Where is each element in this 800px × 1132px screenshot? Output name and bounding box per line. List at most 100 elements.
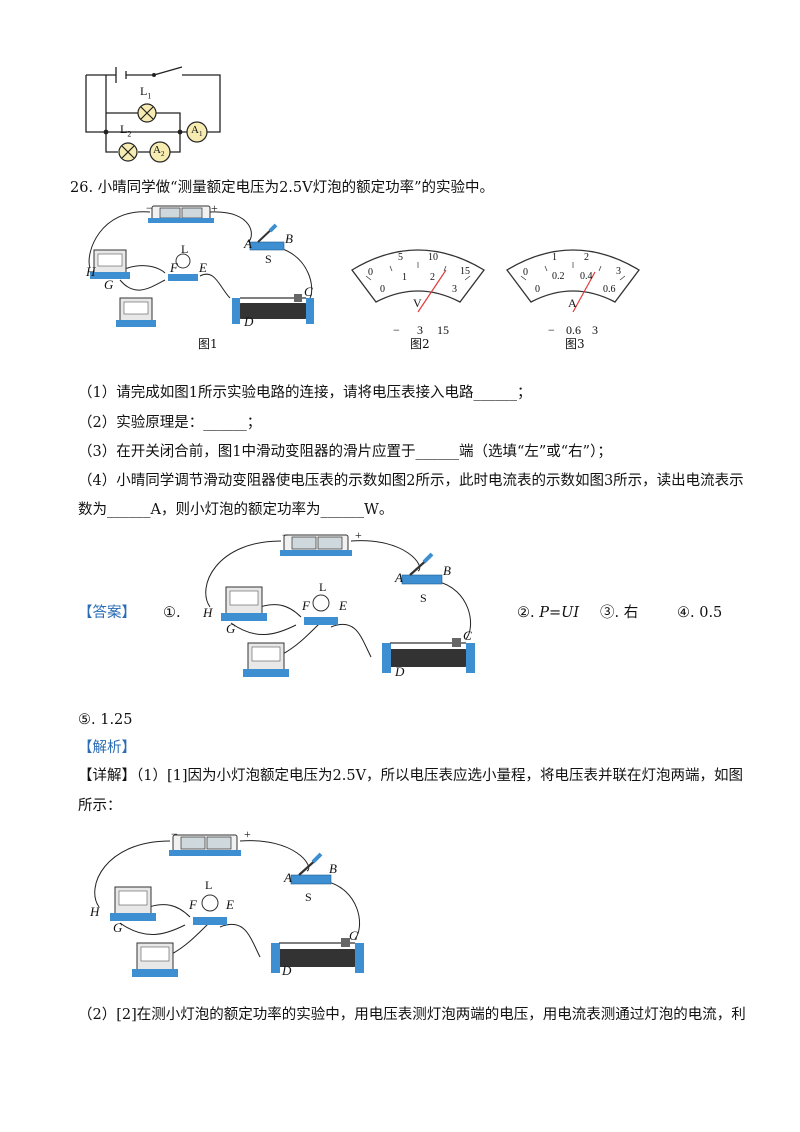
question-item-4: （4）小晴同学调节滑动变阻器使电压表的示数如图2所示，此时电流表的示数如图3所示… xyxy=(78,473,744,489)
switch-icon xyxy=(249,223,285,251)
figure-2-voltmeter-dial xyxy=(351,249,485,313)
rheostat-icon xyxy=(232,294,314,324)
lamp-icon xyxy=(193,894,227,925)
fig1-lamp-label: L xyxy=(181,242,189,256)
a2-label: A2 xyxy=(153,144,165,159)
v-inner-tick-1: 1 xyxy=(402,272,407,283)
ana-minus-label: − xyxy=(171,827,178,841)
lamp-l2-icon xyxy=(118,142,138,162)
answer-2: ②. P=UI xyxy=(517,605,580,621)
ans-point-c: C xyxy=(463,628,472,643)
ana-lamp-label: L xyxy=(205,878,213,892)
voltmeter-icon xyxy=(116,297,156,327)
figure-3-ammeter-dial xyxy=(506,249,640,313)
voltmeter-icon xyxy=(132,942,178,977)
switch-icon xyxy=(401,552,443,585)
parallel-circuit-diagram xyxy=(85,66,221,163)
analysis-line-2: 所示： xyxy=(78,798,122,814)
ans-plus-label: + xyxy=(355,528,362,542)
v-outer-tick-0: 0 xyxy=(368,267,373,278)
rheostat-icon xyxy=(382,638,475,673)
v-terminal-minus: − xyxy=(393,323,400,337)
figure-3-caption: 图3 xyxy=(565,337,585,351)
ans-point-g: G xyxy=(226,621,236,636)
question-item-4-continued: 数为______A，则小灯泡的额定功率为______W。 xyxy=(78,502,394,518)
v-outer-tick-10: 10 xyxy=(428,252,438,263)
a-inner-tick-04: 0.4 xyxy=(580,271,593,282)
ans-point-d: D xyxy=(395,664,405,679)
ana-point-f: F xyxy=(189,897,197,912)
a-outer-tick-1: 1 xyxy=(552,252,557,263)
ans-point-f: F xyxy=(302,598,310,613)
ana-point-e: E xyxy=(226,897,234,912)
lamp-icon xyxy=(304,594,338,625)
fig1-point-f: F xyxy=(170,260,178,275)
figure-1-apparatus xyxy=(88,205,314,327)
v-outer-tick-15: 15 xyxy=(460,266,470,277)
v-inner-tick-2: 2 xyxy=(430,272,435,283)
a1-label: A1 xyxy=(191,124,203,139)
fig1-point-h: H xyxy=(86,264,96,279)
v-terminal-3: 3 xyxy=(417,323,423,337)
figure-2-caption: 图2 xyxy=(410,337,430,351)
question-item-2: （2）实验原理是：______； xyxy=(78,415,262,431)
analysis-tag: 【解析】 xyxy=(78,740,136,756)
v-inner-tick-0: 0 xyxy=(380,284,385,295)
fig1-point-d: D xyxy=(244,314,254,329)
a-inner-tick-0: 0 xyxy=(535,284,540,295)
a-terminal-minus: − xyxy=(548,323,555,337)
ans-point-b: B xyxy=(443,563,451,578)
a-terminal-3: 3 xyxy=(592,323,598,337)
battery-icon xyxy=(148,205,214,223)
ammeter-a1-icon xyxy=(186,121,208,143)
question-26-intro: 26. 小晴同学做“测量额定电压为2.5V灯泡的额定功率”的实验中。 xyxy=(70,180,495,196)
v-inner-tick-3: 3 xyxy=(452,284,457,295)
answer-4: ④. 0.5 xyxy=(677,605,723,621)
battery-icon xyxy=(280,534,352,556)
ans-point-a: A xyxy=(395,570,403,585)
ana-switch-label: S xyxy=(305,890,312,904)
ans-switch-label: S xyxy=(420,591,427,605)
ans-minus-label: − xyxy=(282,528,289,542)
switch-icon xyxy=(290,852,332,885)
a-outer-tick-2: 2 xyxy=(584,252,589,263)
answer-1: ①. xyxy=(163,605,181,621)
fig1-switch-label: S xyxy=(265,252,272,266)
ana-point-d: D xyxy=(282,963,292,978)
fig1-point-a: A xyxy=(244,236,252,251)
answer-tag: 【答案】 xyxy=(78,605,136,621)
lamp-l1-icon xyxy=(137,103,157,123)
rheostat-icon xyxy=(271,938,364,973)
l2-label: L2 xyxy=(120,122,132,139)
ana-plus-label: + xyxy=(244,827,251,841)
battery-icon xyxy=(169,834,241,856)
l1-label: L1 xyxy=(140,84,152,101)
v-terminal-15: 15 xyxy=(437,323,449,337)
ana-point-g: G xyxy=(113,920,123,935)
ammeter-icon xyxy=(90,249,130,279)
a-terminal-06: 0.6 xyxy=(566,323,581,337)
answer-3: ③. 右 xyxy=(600,605,639,621)
analysis-line-1: 【详解】（1）[1]因为小灯泡额定电压为2.5V，所以电压表应选小量程，将电压表… xyxy=(78,768,744,784)
ana-point-a: A xyxy=(284,870,292,885)
ana-point-b: B xyxy=(329,861,337,876)
lamp-icon xyxy=(168,253,198,281)
v-outer-tick-5: 5 xyxy=(398,252,403,263)
fig1-point-b: B xyxy=(285,231,293,246)
answer-circuit-diagram xyxy=(205,534,475,677)
ans-lamp-label: L xyxy=(319,580,327,594)
fig1-plus-label: + xyxy=(211,201,218,215)
a-inner-tick-02: 0.2 xyxy=(552,271,565,282)
voltmeter-icon xyxy=(243,642,289,677)
a-outer-tick-0: 0 xyxy=(523,267,528,278)
figure-1-caption: 图1 xyxy=(198,337,218,351)
a-inner-tick-06: 0.6 xyxy=(603,284,616,295)
fig1-point-c: C xyxy=(304,284,313,299)
ammeter-unit: A xyxy=(568,296,577,310)
ans-point-h: H xyxy=(203,605,213,620)
ammeter-icon xyxy=(221,586,267,621)
fig1-point-g: G xyxy=(104,277,114,292)
voltmeter-unit: V xyxy=(413,296,422,310)
question-item-3: （3）在开关闭合前，图1中滑动变阻器的滑片应置于______端（选填“左”或“右… xyxy=(78,444,612,460)
ana-point-h: H xyxy=(90,904,100,919)
